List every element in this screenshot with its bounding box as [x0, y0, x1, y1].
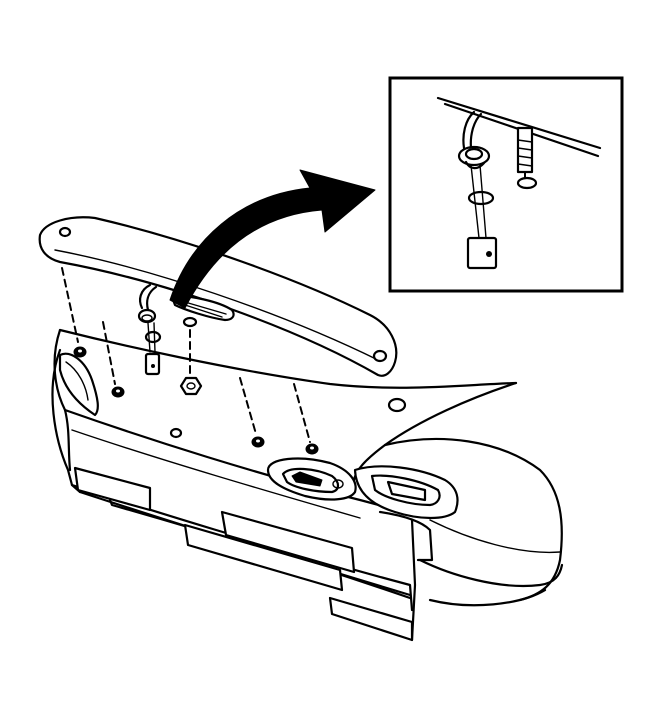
spoiler-bolt-right	[372, 349, 388, 363]
nut-2	[111, 386, 125, 398]
grommet-nut	[179, 376, 203, 396]
stud-washer	[182, 316, 198, 328]
right-tail-lamp	[353, 465, 459, 520]
deck-lid-hole	[169, 427, 183, 439]
nut-3	[251, 436, 265, 448]
deck-lid-bumper	[387, 397, 407, 413]
deck-lid	[53, 328, 564, 607]
mounting-nuts	[73, 316, 319, 455]
electrical-connector	[137, 283, 162, 376]
nut-4	[305, 443, 319, 455]
callout-arrow	[169, 169, 376, 309]
rear-fascia	[51, 348, 434, 642]
mounting-studs	[61, 267, 311, 443]
detail-view	[388, 76, 624, 293]
spoiler-bolt-left	[58, 226, 72, 238]
detail-connector	[466, 236, 498, 270]
nut-1	[73, 346, 87, 358]
detail-stud	[516, 126, 538, 190]
detail-frame	[388, 76, 624, 293]
rear-spoiler	[38, 216, 398, 377]
license-lamp-recess	[266, 457, 357, 501]
detail-wire-harness	[457, 110, 498, 270]
